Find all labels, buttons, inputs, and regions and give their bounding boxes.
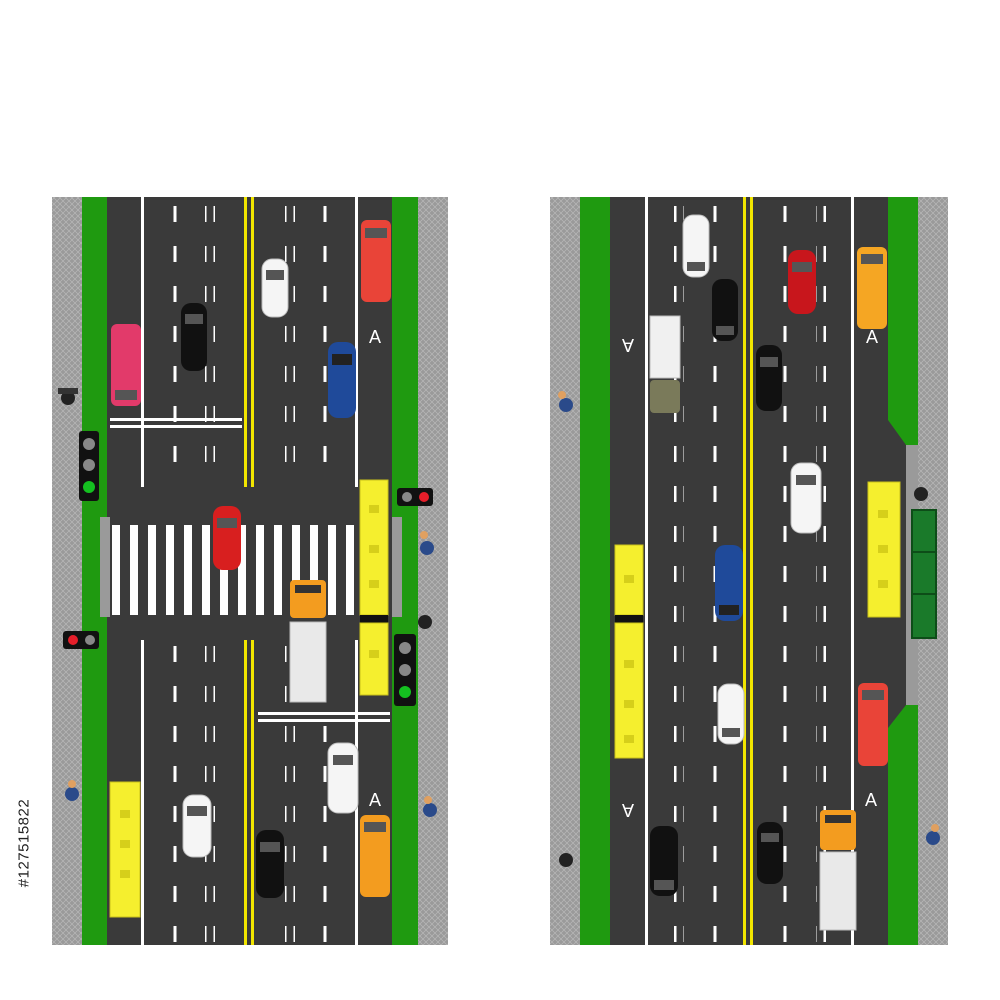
pedestrian-icon — [914, 487, 928, 501]
car-icon — [181, 303, 207, 371]
lane-line — [355, 197, 358, 487]
van-icon — [857, 247, 887, 329]
pedestrian-icon — [65, 780, 79, 801]
lane-letter: A — [865, 790, 877, 810]
dashed-lane — [816, 197, 826, 945]
dashed-lane — [317, 645, 327, 945]
truck-icon — [289, 580, 327, 703]
right-road-panel: A A A A — [550, 197, 948, 945]
car-icon — [790, 462, 822, 534]
lane-letter: A — [866, 327, 878, 347]
left-sidewalk-east — [418, 197, 448, 945]
van-icon — [858, 683, 888, 766]
stop-line — [110, 425, 242, 428]
traffic-light-icon — [79, 431, 99, 501]
lane-letter: A — [622, 800, 634, 820]
left-sidewalk-west — [52, 197, 82, 945]
lane-line — [851, 197, 854, 945]
stock-id-text: #127515822 — [15, 798, 33, 888]
van-icon — [361, 220, 391, 302]
pedestrian-icon — [420, 531, 434, 555]
bus-icon — [614, 544, 644, 759]
dashed-lane — [707, 197, 717, 945]
dashed-lane — [317, 197, 327, 477]
truck-icon — [649, 315, 681, 413]
car-icon — [715, 545, 743, 621]
left-road-panel: A A — [52, 197, 448, 945]
dashed-lane — [173, 197, 183, 477]
center-line — [750, 197, 753, 945]
car-icon — [261, 258, 289, 318]
dashed-lane — [285, 645, 295, 945]
car-icon — [788, 250, 816, 314]
center-line — [251, 197, 254, 487]
dashed-lane — [173, 645, 183, 945]
right-sidewalk-west — [550, 197, 580, 945]
center-line — [743, 197, 746, 945]
car-icon — [717, 683, 745, 745]
stop-line — [258, 719, 390, 722]
traffic-light-icon — [63, 631, 99, 649]
center-line — [244, 640, 247, 945]
right-grass-west — [580, 197, 610, 945]
car-icon — [756, 345, 782, 411]
van-icon — [111, 324, 141, 406]
lane-line — [141, 640, 144, 945]
car-icon — [327, 742, 359, 814]
lane-line — [141, 197, 144, 487]
pedestrian-icon — [926, 824, 940, 845]
lane-line — [645, 197, 648, 945]
car-icon — [256, 830, 284, 898]
pedestrian-icon — [58, 388, 78, 405]
pedestrian-icon — [423, 796, 437, 817]
stop-line — [258, 712, 390, 715]
lane-letter: A — [622, 335, 634, 355]
lane-letter: A — [369, 790, 381, 810]
car-icon — [650, 826, 678, 896]
car-icon — [328, 342, 356, 418]
center-line — [251, 640, 254, 945]
car-icon — [682, 214, 710, 278]
dashed-lane — [781, 197, 791, 945]
pedestrian-icon — [559, 853, 573, 867]
dashed-lane — [674, 197, 684, 945]
bus-icon — [109, 781, 141, 918]
pedestrian-icon — [418, 615, 432, 629]
dashed-lane — [205, 645, 215, 945]
traffic-light-icon — [397, 488, 433, 506]
lane-letter: A — [369, 327, 381, 347]
stock-id-label: #127515822 — [10, 768, 38, 918]
car-icon — [182, 794, 212, 858]
dashed-lane — [205, 197, 215, 477]
car-icon — [213, 506, 241, 570]
truck-icon — [819, 810, 857, 931]
traffic-light-icon — [394, 634, 416, 706]
stop-line — [110, 418, 242, 421]
bus-icon — [867, 481, 901, 618]
van-icon — [360, 815, 390, 897]
car-icon — [712, 279, 738, 341]
pedestrian-icon — [558, 391, 573, 412]
bus-icon — [359, 479, 389, 696]
bus-shelter-icon — [911, 509, 937, 639]
dashed-lane — [285, 197, 295, 477]
car-icon — [757, 822, 783, 884]
center-line — [244, 197, 247, 487]
